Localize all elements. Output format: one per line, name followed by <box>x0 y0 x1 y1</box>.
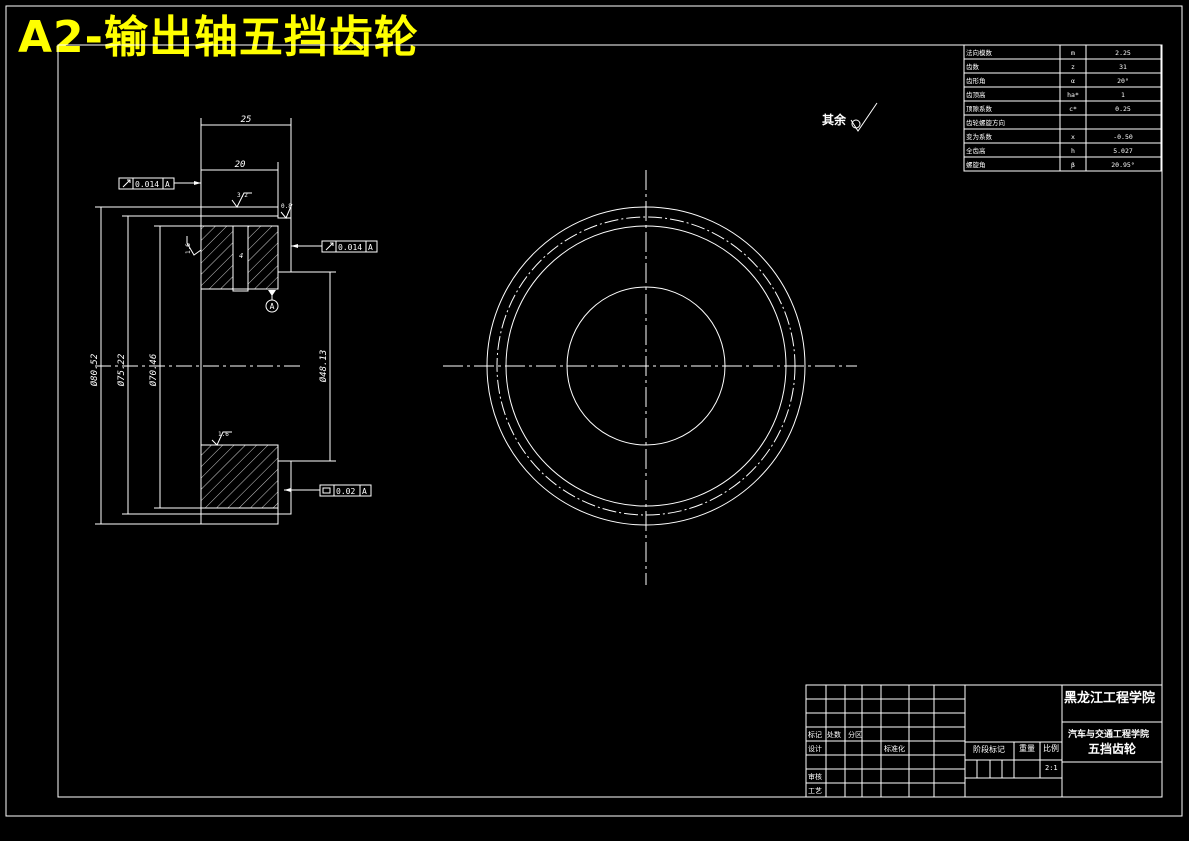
roughness-text-c: 1.6 <box>185 243 192 254</box>
param-symbol: x <box>1071 133 1075 141</box>
tb-label-process: 工艺 <box>808 787 822 795</box>
tb-label-design: 设计 <box>808 744 822 753</box>
param-name: 齿数 <box>966 62 980 71</box>
datum-triangle <box>268 290 276 296</box>
tb-label-zone: 分区 <box>848 730 862 739</box>
dim-text-d4: Ø48.13 <box>318 350 329 383</box>
datum-circle <box>265 299 279 313</box>
roughness-symbol-c <box>186 236 202 256</box>
flatness-icon <box>322 487 331 494</box>
pitch-circle <box>496 216 796 516</box>
tb-label-review: 审核 <box>808 772 822 781</box>
param-value: 5.027 <box>1113 147 1133 155</box>
param-name: 齿轮螺旋方向 <box>966 118 1005 127</box>
param-value: 2.25 <box>1115 49 1131 57</box>
tb-stage-mark: 阶段标记 <box>973 744 1005 754</box>
inner-frame <box>57 44 1163 798</box>
param-value: 0.25 <box>1115 105 1131 113</box>
oil-hole <box>232 225 249 292</box>
param-symbol: α <box>1071 77 1075 85</box>
datum-label: A <box>270 302 275 311</box>
surface-note-roughness-icon <box>850 102 878 132</box>
roughness-symbol-b <box>280 203 293 219</box>
param-value: 20° <box>1117 77 1129 85</box>
param-name: 法向模数 <box>966 48 993 57</box>
surface-note: 其余 <box>822 112 847 127</box>
roughness-text-d: 1.6 <box>218 431 229 438</box>
title-block: 黑龙江工程学院 汽车与交通工程学院 五挡齿轮 阶段标记 重量 比例 2:1 标记… <box>805 684 1163 798</box>
bore-circle <box>566 286 726 446</box>
roughness-text-a: 3.2 <box>237 192 248 199</box>
param-symbol: z <box>1071 63 1075 71</box>
hatch-top-right <box>247 225 279 290</box>
tb-scale: 比例 <box>1043 743 1059 753</box>
tb-label-count: 处数 <box>827 730 841 739</box>
param-symbol: m <box>1071 49 1075 57</box>
gdt-frame-bottom: 0.02 A <box>284 484 372 497</box>
param-symbol: c* <box>1069 105 1077 113</box>
roughness-symbol-d <box>211 431 232 446</box>
gdt-bottom-datum: A <box>362 487 367 496</box>
tb-weight: 重量 <box>1019 743 1035 753</box>
tb-dept: 汽车与交通工程学院 <box>1068 728 1149 740</box>
outer-frame <box>5 5 1183 817</box>
section-view: 25 20 Ø80.52 Ø75.22 Ø70.46 Ø48.13 3.2 0.… <box>89 115 378 525</box>
gdt-frame-top: 0.014 A <box>118 177 201 190</box>
drawing-title: A2-输出轴五挡齿轮 <box>18 12 419 63</box>
oil-hole-dim: 4 <box>239 252 243 260</box>
param-name: 齿形角 <box>966 76 986 85</box>
param-value: 20.95° <box>1111 161 1134 169</box>
root-circle <box>505 225 787 507</box>
hatch-bottom <box>200 444 279 509</box>
param-value: 1 <box>1121 91 1125 99</box>
tb-label-mark: 标记 <box>808 730 822 739</box>
param-symbol: h <box>1071 147 1075 155</box>
dim-text-20: 20 <box>235 160 246 170</box>
roughness-symbol-a <box>231 192 252 208</box>
gdt-top-datum: A <box>165 180 170 189</box>
param-symbol: β <box>1071 161 1075 169</box>
tb-label-standardize: 标准化 <box>884 744 905 753</box>
tb-part-name: 五挡齿轮 <box>1088 741 1137 756</box>
dim-text-25: 25 <box>241 115 252 125</box>
gear-parameter-table: 法向模数 m 2.25 齿数 z 31 齿形角 α 20° 齿顶高 ha* 1 顶隙系数 c* 0.25 齿轮… <box>963 44 1162 172</box>
tb-scale-value: 2:1 <box>1045 764 1058 772</box>
param-name: 变为系数 <box>966 132 993 141</box>
gdt-bottom-value: 0.02 <box>336 487 355 496</box>
gdt-mid-value: 0.014 <box>338 243 362 252</box>
param-symbol: ha* <box>1067 91 1079 99</box>
surface-note-circle-icon <box>851 119 861 129</box>
param-name: 螺旋角 <box>966 160 986 169</box>
runout-icon-2 <box>325 242 334 251</box>
dim-text-d1: Ø80.52 <box>89 354 100 387</box>
dim-text-d3: Ø70.46 <box>148 354 159 387</box>
outer-circle <box>486 206 806 526</box>
roughness-text-b: 0.8 <box>281 203 292 210</box>
param-value: 31 <box>1119 63 1127 71</box>
tb-school: 黑龙江工程学院 <box>1064 690 1155 706</box>
gdt-frame-mid: 0.014 A <box>291 240 378 253</box>
gdt-top-value: 0.014 <box>135 180 159 189</box>
runout-icon <box>122 179 131 188</box>
gdt-mid-datum: A <box>368 243 373 252</box>
hatch-top-left <box>200 225 234 290</box>
param-name: 齿顶高 <box>966 90 986 99</box>
param-name: 顶隙系数 <box>966 104 993 113</box>
dim-text-d2: Ø75.22 <box>116 354 127 387</box>
param-name: 全齿高 <box>966 146 986 155</box>
param-value: -0.50 <box>1113 133 1133 141</box>
front-view <box>443 170 857 585</box>
